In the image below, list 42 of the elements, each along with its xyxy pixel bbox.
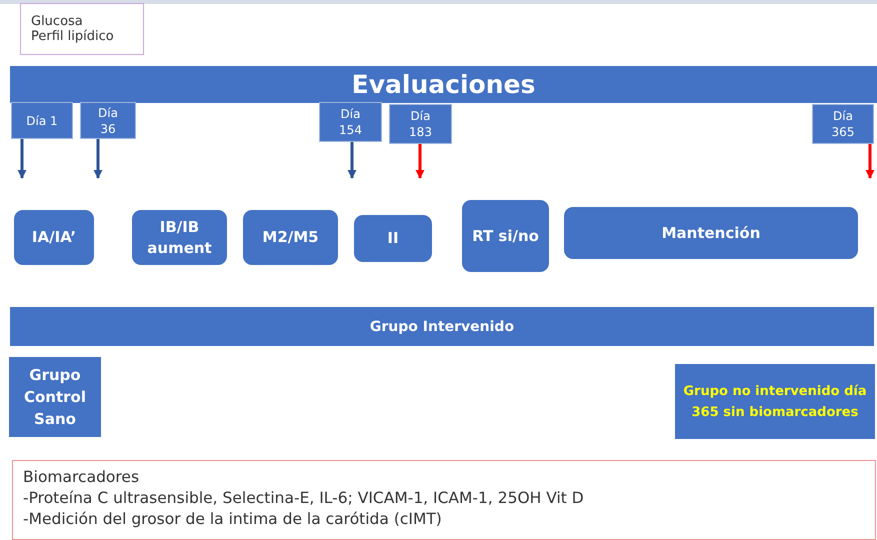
phase-label: M2/M5 — [262, 227, 319, 248]
day-tab — [11, 102, 73, 139]
arrow — [18, 139, 26, 179]
phase-box — [243, 210, 338, 265]
note-text: Glucosa — [31, 14, 83, 29]
arrow — [866, 144, 874, 179]
group-box — [675, 364, 875, 439]
group-label: Grupo no intervenido día 365 sin biomarcadores — [683, 382, 867, 422]
phase-box — [354, 215, 432, 262]
phase-box — [462, 200, 549, 272]
arrow — [416, 144, 424, 179]
day-tab — [389, 104, 452, 144]
title-band — [10, 66, 877, 103]
day-tab — [319, 102, 382, 142]
day-label: Día 36 — [97, 104, 119, 136]
day-label: Día 183 — [408, 108, 433, 140]
phase-box — [132, 210, 227, 265]
phase-label: Mantención — [662, 222, 760, 244]
phase-box — [564, 207, 858, 259]
phase-box — [14, 210, 94, 265]
note-text: Perfil lipídico — [31, 29, 114, 44]
biomarker-text: Biomarcadores — [23, 467, 140, 488]
biomarker-box — [12, 460, 876, 540]
arrow — [348, 142, 356, 179]
note-box — [20, 3, 144, 55]
biomarker-text: -Proteína C ultrasensible, Selectina-E, IL-6; VICAM-1, ICAM-1, 25OH Vit D — [23, 488, 584, 509]
day-label: Día 1 — [26, 112, 58, 128]
phase-label: RT si/no — [472, 226, 539, 246]
phase-label: II — [387, 228, 399, 249]
day-tab — [80, 102, 136, 139]
group-box — [9, 357, 101, 437]
day-tab — [812, 104, 874, 144]
phase-label: IA/IA’ — [32, 227, 76, 248]
phase-label: IB/IB aument — [146, 216, 213, 258]
band-title: Evaluaciones — [352, 70, 536, 99]
group-band — [10, 307, 874, 346]
day-label: Día 154 — [338, 106, 363, 138]
group-label: Grupo Intervenido — [370, 318, 514, 334]
biomarker-text: -Medición del grosor de la intima de la carótida (cIMT) — [23, 509, 442, 530]
arrow — [94, 139, 102, 179]
group-label: Grupo Control Sano — [22, 365, 87, 430]
day-label: Día 365 — [830, 108, 856, 140]
